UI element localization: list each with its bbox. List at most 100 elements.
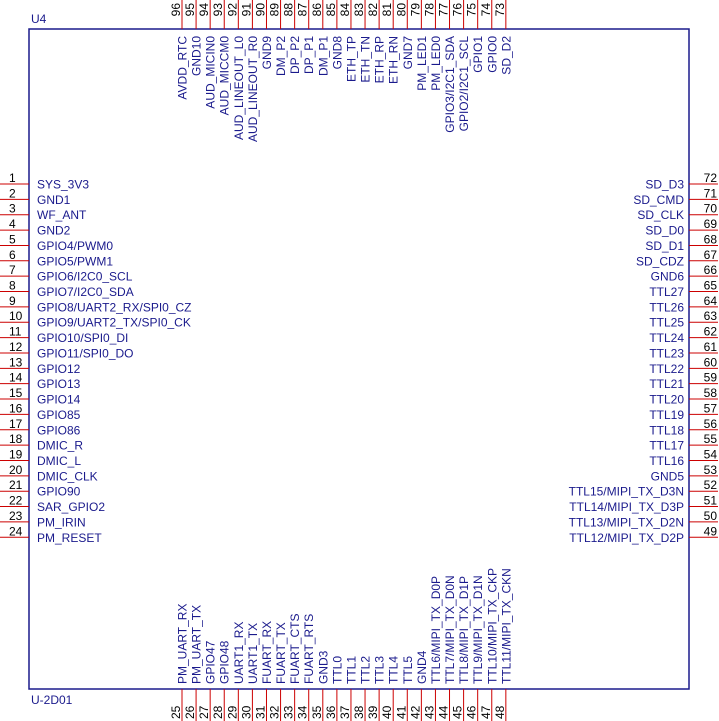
pin-label: TTL9/MIPI_TX_D1N: [471, 575, 485, 684]
pin-23: 23 PM_IRIN: [0, 509, 86, 529]
pin-number: 28: [211, 705, 225, 719]
pin-label: GPIO47: [204, 640, 218, 684]
pin-number: 63: [704, 309, 718, 323]
pin-label: TTL23: [649, 346, 684, 360]
pin-label: DP_P2: [288, 36, 302, 74]
pin-number: 36: [324, 705, 338, 719]
pin-label: DMIC_R: [37, 439, 83, 453]
pin-number: 19: [9, 447, 23, 461]
pin-label: TTL19: [649, 408, 684, 422]
refdes-label: U4: [31, 12, 47, 26]
pin-number: 80: [394, 3, 408, 17]
pin-number: 38: [352, 705, 366, 719]
pin-label: DMIC_L: [37, 454, 81, 468]
pin-label: TTL7/MIPI_TX_D0N: [443, 575, 457, 684]
pin-label: TTL10/MIPI_TX_CKP: [485, 568, 499, 684]
pin-label: TTL20: [649, 393, 684, 407]
pin-label: DMIC_CLK: [37, 469, 98, 483]
pin-label: GND1: [37, 193, 71, 207]
pin-label: TTL24: [649, 331, 684, 345]
pin-number: 70: [704, 202, 718, 216]
pin-label: SYS_3V3: [37, 178, 89, 192]
pin-label: GND6: [651, 270, 685, 284]
pin-number: 79: [408, 3, 422, 17]
pin-number: 11: [9, 325, 22, 339]
pin-label: SAR_GPIO2: [37, 500, 105, 514]
pin-number: 10: [9, 309, 23, 323]
pin-number: 1: [9, 171, 16, 185]
pin-number: 73: [493, 3, 507, 17]
pin-label: SD_D2: [499, 36, 513, 75]
pin-number: 34: [296, 705, 310, 719]
pin-number: 21: [9, 478, 23, 492]
pin-label: TTL22: [649, 362, 684, 376]
pin-number: 94: [197, 3, 211, 17]
pin-number: 83: [352, 3, 366, 17]
pin-label: AUD_LINEOUT_L0: [232, 36, 246, 140]
pin-label: AUD_MICCM0: [218, 36, 232, 116]
pin-label: TTL2: [359, 656, 373, 684]
pin-label: TTL26: [649, 300, 684, 314]
pin-label: AVDD_RTC: [176, 36, 190, 100]
pin-label: PM_IRIN: [37, 515, 86, 529]
pin-label: SD_CMD: [633, 193, 684, 207]
pin-label: TTL14/MIPI_TX_D3P: [569, 500, 684, 514]
pin-number: 17: [9, 417, 23, 431]
pin-number: 53: [704, 463, 718, 477]
pin-label: GPIO13: [37, 377, 81, 391]
pin-number: 23: [9, 509, 23, 523]
pin-label: FUART_TX: [274, 622, 288, 684]
pin-label: TTL3: [373, 656, 387, 684]
pin-number: 18: [9, 432, 23, 446]
pin-number: 47: [479, 705, 493, 719]
pin-label: DP_P1: [302, 36, 316, 74]
pin-number: 2: [9, 186, 16, 200]
top-pin-group: 96AVDD_RTC95GND1094AUD_MICIN093AUD_MICCM…: [169, 0, 513, 142]
pin-number: 3: [9, 202, 16, 216]
pin-number: 78: [422, 3, 436, 17]
pin-label: FUART_RX: [260, 621, 274, 684]
pin-label: TTL5: [401, 656, 415, 684]
pin-number: 85: [324, 3, 338, 17]
pin-number: 81: [380, 3, 394, 17]
pin-number: 92: [225, 3, 239, 17]
pin-number: 69: [704, 217, 718, 231]
pin-number: 51: [704, 494, 718, 508]
pin-label: GPIO6/I2C0_SCL: [37, 270, 133, 284]
pin-label: TTL6/MIPI_TX_D0P: [429, 576, 443, 684]
pin-number: 42: [408, 705, 422, 719]
pin-label: PM_UART_RX: [176, 604, 190, 684]
pin-number: 49: [704, 524, 718, 538]
